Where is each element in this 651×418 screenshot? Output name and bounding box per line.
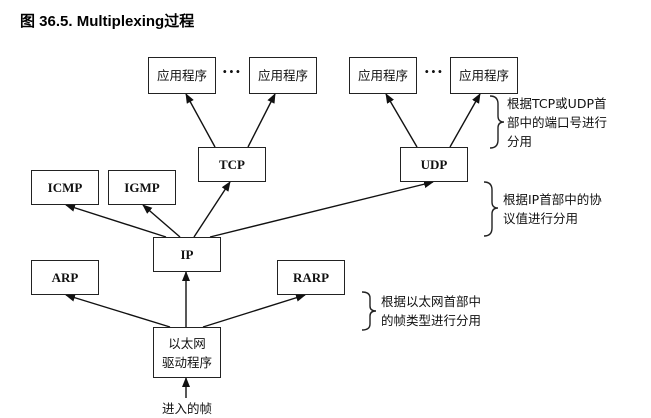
- annotation-ip-line-1: 根据IP首部中的协: [503, 192, 602, 207]
- annotation-ethernet-line-2: 的帧类型进行分用: [381, 313, 482, 328]
- edge-ip-to-igmp: [142, 204, 181, 238]
- rarp-box: RARP: [277, 260, 345, 295]
- ellipsis-right: ···: [424, 62, 444, 81]
- edge-ip-to-udp: [209, 180, 434, 238]
- annotation-ip-demux: 根据IP首部中的协 议值进行分用: [503, 190, 602, 228]
- udp-box: UDP: [400, 147, 468, 182]
- annotation-transport-line-3: 分用: [507, 134, 533, 149]
- edge-ip-to-tcp: [193, 181, 231, 238]
- annotation-ethernet-line-1: 根据以太网首部中: [381, 294, 482, 309]
- incoming-frame-label: 进入的帧: [162, 401, 213, 416]
- app-label-2: 应用程序: [257, 68, 308, 83]
- arp-label: ARP: [51, 269, 79, 285]
- brace-ethernet: [361, 291, 377, 331]
- annotation-transport-line-1: 根据TCP或UDP首: [507, 96, 607, 111]
- annotation-ethernet-demux: 根据以太网首部中 的帧类型进行分用: [381, 292, 481, 330]
- annotation-transport-demux: 根据TCP或UDP首 部中的端口号进行 分用: [507, 94, 607, 151]
- igmp-box: IGMP: [108, 170, 176, 205]
- ip-label: IP: [180, 246, 194, 262]
- annotation-transport-line-2: 部中的端口号进行: [507, 115, 608, 130]
- app-label-4: 应用程序: [458, 68, 509, 83]
- edge-udp-to-app3: [385, 93, 418, 148]
- brace-ip: [483, 181, 499, 237]
- ip-box: IP: [153, 237, 221, 272]
- ethernet-driver-line1: 以太网: [168, 335, 206, 351]
- figure-title: 图 36.5. Multiplexing过程: [20, 13, 195, 30]
- annotation-ip-line-2: 议值进行分用: [503, 211, 579, 226]
- rarp-label: RARP: [292, 269, 330, 285]
- brace-transport: [489, 95, 505, 149]
- igmp-label: IGMP: [124, 179, 160, 195]
- tcp-box: TCP: [198, 147, 266, 182]
- icmp-box: ICMP: [31, 170, 99, 205]
- app-box-4: 应用程序: [450, 57, 518, 94]
- edge-tcp-to-app2: [247, 93, 276, 148]
- app-box-2: 应用程序: [249, 57, 317, 94]
- icmp-label: ICMP: [47, 179, 83, 195]
- tcp-label: TCP: [219, 156, 245, 172]
- edge-tcp-to-app1: [185, 93, 216, 148]
- ellipsis-left: ···: [222, 62, 242, 81]
- edge-driver-to-rarp: [202, 293, 306, 328]
- edge-ip-to-icmp: [65, 203, 167, 238]
- edge-driver-to-arp: [65, 293, 171, 328]
- app-box-3: 应用程序: [349, 57, 417, 94]
- app-label-3: 应用程序: [357, 68, 408, 83]
- edge-udp-to-app4: [449, 93, 481, 148]
- arp-box: ARP: [31, 260, 99, 295]
- ethernet-driver-box: 以太网 驱动程序: [153, 327, 221, 378]
- udp-label: UDP: [420, 156, 448, 172]
- app-box-1: 应用程序: [148, 57, 216, 94]
- app-label-1: 应用程序: [156, 68, 207, 83]
- ethernet-driver-line2: 驱动程序: [161, 354, 212, 370]
